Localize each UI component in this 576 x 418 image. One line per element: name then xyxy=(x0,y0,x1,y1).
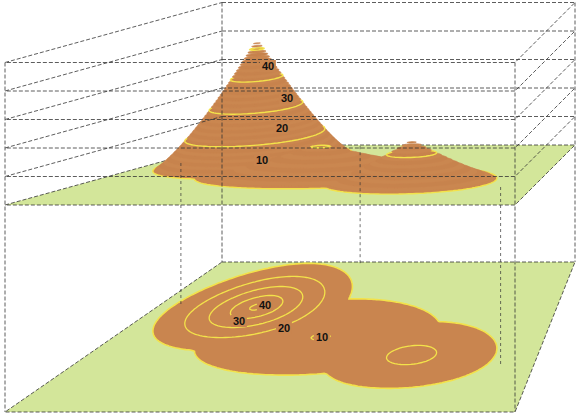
map-contour-line xyxy=(185,276,437,364)
level-plane xyxy=(5,88,575,148)
projection-line xyxy=(360,146,361,265)
level-plane xyxy=(5,3,575,63)
hill-contour-label: 20 xyxy=(274,122,290,134)
box-edge xyxy=(5,63,6,413)
map-base xyxy=(153,263,497,388)
hill-contour-label: 40 xyxy=(260,60,276,72)
map-contour-label: 30 xyxy=(231,315,247,327)
hill-slice xyxy=(253,43,260,44)
hill-contour-label: 10 xyxy=(254,154,270,166)
hill-contour-label: 30 xyxy=(279,92,295,104)
hill-layer xyxy=(153,43,497,194)
box-edge xyxy=(575,3,576,263)
projection-line xyxy=(180,163,181,307)
map-contour-label: 10 xyxy=(314,331,330,343)
map-plane xyxy=(5,262,575,412)
map-layer xyxy=(5,262,575,412)
hill-slice xyxy=(248,50,266,53)
box-edge xyxy=(515,63,516,413)
map-contour-label: 20 xyxy=(276,322,292,334)
level-plane xyxy=(5,60,575,120)
projection-line xyxy=(500,187,501,367)
level-plane xyxy=(5,31,575,91)
wireframe xyxy=(5,3,575,413)
hill-slice xyxy=(252,45,263,47)
level-plane xyxy=(5,117,575,177)
hill-contour xyxy=(250,48,264,50)
box-edge xyxy=(222,3,223,263)
map-contour-label: 40 xyxy=(257,299,273,311)
